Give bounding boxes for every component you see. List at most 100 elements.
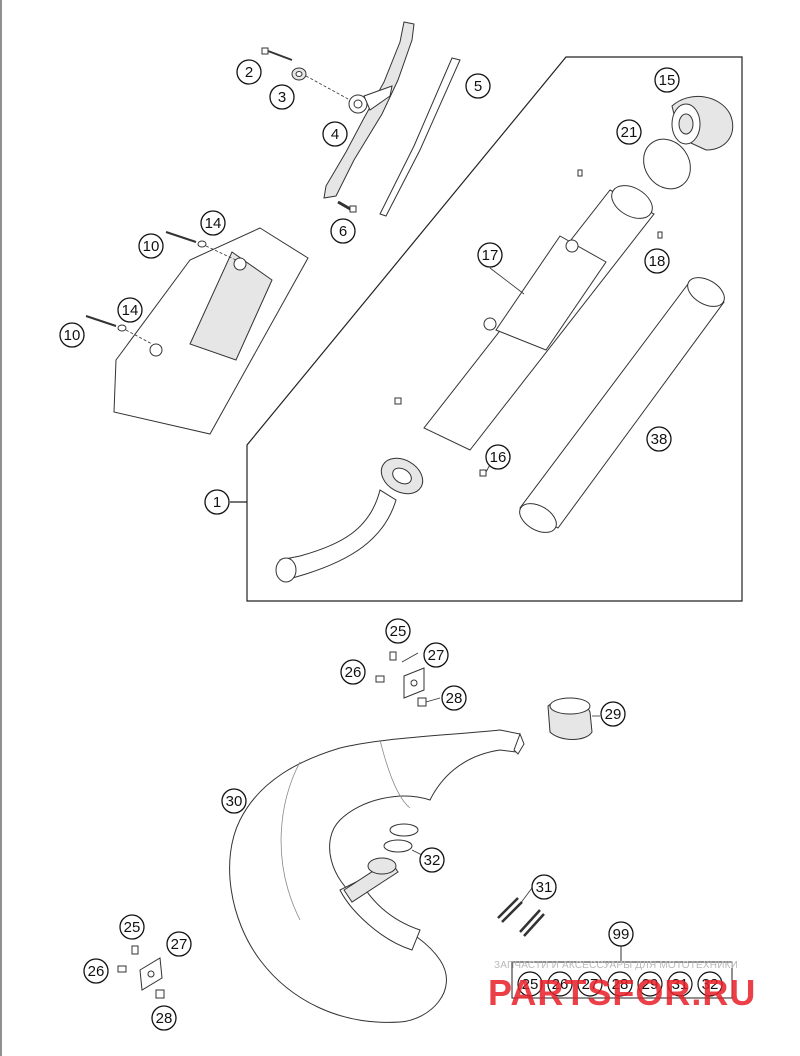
svg-text:1: 1 <box>213 494 221 511</box>
callout-28: 28 <box>441 685 467 711</box>
end-cap-part <box>671 95 734 151</box>
svg-text:6: 6 <box>339 223 347 240</box>
callout-16: 16 <box>485 444 511 470</box>
callout-10: 10 <box>138 233 164 259</box>
o-ring-part <box>643 138 691 190</box>
svg-text:30: 30 <box>226 793 243 810</box>
kit-item-31: 31 <box>667 971 693 997</box>
svg-text:28: 28 <box>612 976 629 993</box>
svg-text:10: 10 <box>143 238 160 255</box>
callout-3: 3 <box>269 84 295 110</box>
callout-29: 29 <box>600 701 626 727</box>
callout-30: 30 <box>221 788 247 814</box>
callout-99: 99 <box>608 921 634 947</box>
kit-item-25: 25 <box>517 971 543 997</box>
svg-text:29: 29 <box>605 706 622 723</box>
kit-item-27: 27 <box>577 971 603 997</box>
svg-text:28: 28 <box>156 1010 173 1027</box>
bolt-part <box>165 231 197 243</box>
washer-part <box>291 67 307 81</box>
screw-part <box>337 200 357 213</box>
flange-part <box>367 857 397 875</box>
svg-text:4: 4 <box>331 126 339 143</box>
svg-text:32: 32 <box>702 976 719 993</box>
spring-part <box>519 909 545 937</box>
o-ring-part <box>389 823 419 837</box>
svg-text:31: 31 <box>672 976 689 993</box>
svg-text:3: 3 <box>278 89 286 106</box>
bolt-part <box>85 315 117 327</box>
screw-part <box>394 397 402 405</box>
svg-text:16: 16 <box>490 449 507 466</box>
svg-text:21: 21 <box>621 124 638 141</box>
svg-text:25: 25 <box>522 976 539 993</box>
svg-text:27: 27 <box>171 936 188 953</box>
rivet-part <box>577 169 583 177</box>
callout-17: 17 <box>477 242 503 268</box>
silencer-body-part <box>380 185 655 495</box>
leader-line <box>205 245 237 261</box>
svg-text:25: 25 <box>124 919 141 936</box>
callout-26: 26 <box>340 659 366 685</box>
callout-26: 26 <box>83 958 109 984</box>
callout-27: 27 <box>423 642 449 668</box>
callout-21: 21 <box>616 119 642 145</box>
watermark-brand: PARTSFOR.RU <box>488 972 757 1013</box>
callout-14: 14 <box>117 297 143 323</box>
svg-text:26: 26 <box>345 664 362 681</box>
tail-pipe-end <box>275 557 297 583</box>
watermark-caption: ЗАПЧАСТИ И АКСЕССУАРЫ ДЛЯ МОТОТЕХНИКИ <box>494 960 739 971</box>
svg-text:14: 14 <box>205 215 222 232</box>
svg-text:15: 15 <box>659 72 676 89</box>
callout-1: 1 <box>204 489 230 515</box>
callout-25: 25 <box>385 618 411 644</box>
o-ring-part <box>383 839 413 853</box>
callout-6: 6 <box>330 218 356 244</box>
kit-item-32: 32 <box>697 971 723 997</box>
callout-10: 10 <box>59 322 85 348</box>
mounted-silencer-part <box>113 227 309 435</box>
svg-text:2: 2 <box>245 64 253 81</box>
kit-item-29: 29 <box>637 971 663 997</box>
callout-25: 25 <box>119 914 145 940</box>
svg-text:10: 10 <box>64 327 81 344</box>
kit-box <box>511 961 733 999</box>
muffler-insert-part <box>519 277 725 533</box>
bolt-part <box>261 47 293 61</box>
tail-pipe-part <box>279 489 397 581</box>
callout-14: 14 <box>200 210 226 236</box>
svg-text:27: 27 <box>582 976 599 993</box>
callout-18: 18 <box>644 248 670 274</box>
screw-part <box>479 469 487 477</box>
callout-15: 15 <box>654 67 680 93</box>
exhaust-pipe-part <box>229 729 525 1023</box>
kit-item-28: 28 <box>607 971 633 997</box>
mount-hardware-lower <box>117 945 165 999</box>
callout-5: 5 <box>465 73 491 99</box>
svg-text:25: 25 <box>390 623 407 640</box>
rubber-sleeve-part <box>547 697 593 740</box>
svg-text:99: 99 <box>613 926 630 943</box>
bracket-part <box>323 21 415 199</box>
callout-31: 31 <box>531 874 557 900</box>
callout-38: 38 <box>646 426 672 452</box>
callout-2: 2 <box>236 59 262 85</box>
washer-part <box>117 324 127 332</box>
leader-line <box>305 75 351 101</box>
protection-strip-part <box>379 57 461 217</box>
svg-text:17: 17 <box>482 247 499 264</box>
svg-text:26: 26 <box>88 963 105 980</box>
kit-item-26: 26 <box>547 971 573 997</box>
callout-27: 27 <box>166 931 192 957</box>
spring-part <box>497 897 523 923</box>
svg-text:18: 18 <box>649 253 666 270</box>
svg-text:26: 26 <box>552 976 569 993</box>
svg-text:5: 5 <box>474 78 482 95</box>
svg-text:14: 14 <box>122 302 139 319</box>
svg-text:32: 32 <box>424 852 441 869</box>
callout-28: 28 <box>151 1005 177 1031</box>
washer-part <box>197 240 207 248</box>
svg-text:31: 31 <box>536 879 553 896</box>
callout-32: 32 <box>419 847 445 873</box>
